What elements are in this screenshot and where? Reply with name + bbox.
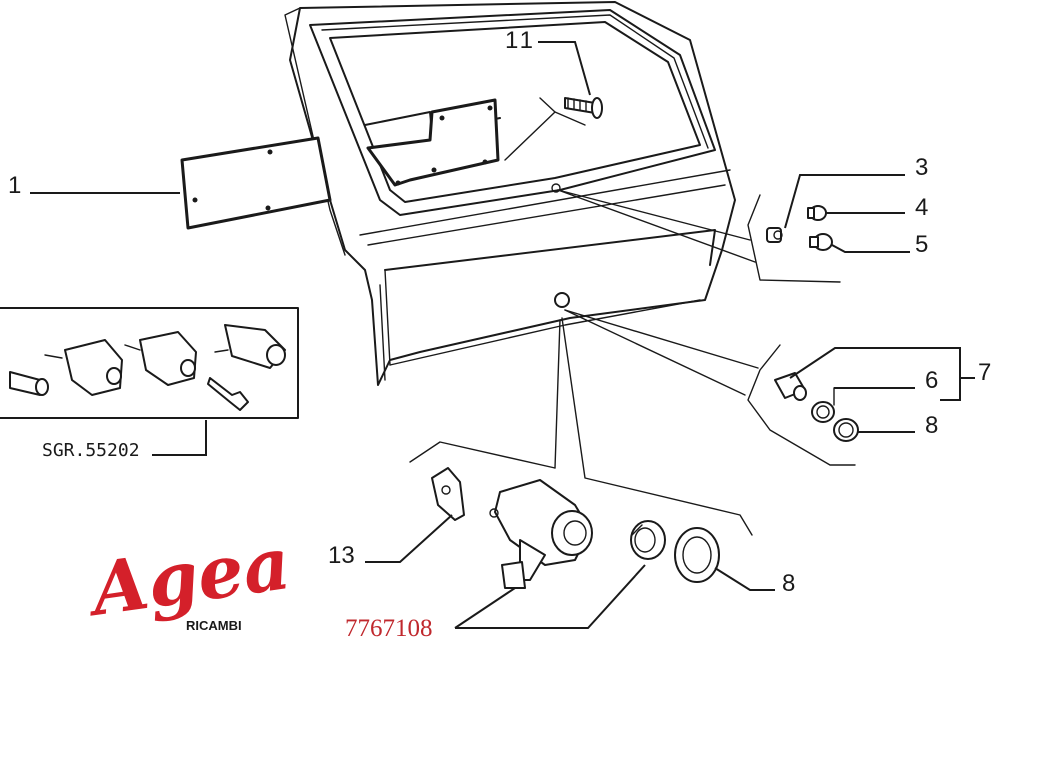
callout-8-lower: 8: [782, 570, 795, 597]
kit-label: SGR.55202: [42, 440, 140, 461]
panel-part-1: [180, 136, 332, 230]
cylinder-group-6-8: [564, 309, 975, 466]
brand-logo-subtitle: RICAMBI: [186, 618, 242, 633]
seal-ring: [630, 520, 666, 560]
bolt-part-11: [564, 97, 603, 119]
cover-plate-part-11: [366, 98, 500, 187]
cam-plate-part-13: [365, 467, 465, 563]
callout-5: 5: [915, 231, 928, 258]
part-number-label: 7767108: [345, 615, 433, 642]
lock-assembly-7767108: [409, 317, 753, 589]
bezel-part-8: [674, 527, 775, 591]
callout-11: 11: [505, 27, 536, 54]
callout-13: 13: [328, 542, 355, 569]
callout-3: 3: [915, 154, 928, 181]
callout-6: 6: [925, 367, 938, 394]
agea-ricambi-logo: Agea RICAMBI: [81, 520, 296, 633]
callout-8-upper: 8: [925, 412, 938, 439]
callout-1: 1: [8, 172, 21, 199]
brand-logo-wordmark: Agea: [81, 520, 296, 633]
part-number-leader: [454, 564, 646, 629]
callout-7: 7: [978, 359, 991, 386]
tailgate: [284, 1, 736, 386]
callout-4: 4: [915, 194, 928, 221]
leader-lines-11: [504, 41, 591, 161]
lock-kit-box: [0, 307, 299, 456]
fastener-group-3-5: [557, 174, 910, 283]
